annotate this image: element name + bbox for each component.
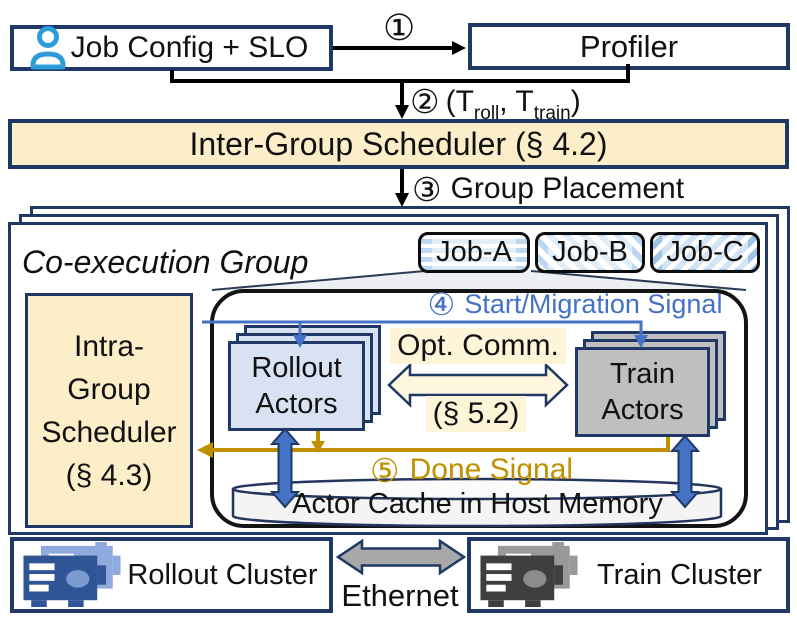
intra-line-4: (§ 4.3) [65,458,153,492]
train-cluster-label: Train Cluster [597,558,762,591]
start-migration-signal-label: ④ Start/Migration Signal [402,289,748,320]
rollout-actors-box: Rollout Actors [228,341,365,431]
job-a-badge: Job-A [418,232,530,273]
step3-text: Group Placement [450,172,685,205]
train-actors-line-2: Actors [601,394,684,426]
done-signal-text: Done Signal [409,453,574,486]
rollout-actors-line-1: Rollout [251,352,342,384]
step2-number: ② [410,83,440,120]
arrow-group-placement-down [395,169,409,207]
profiler-box: Profiler [468,23,790,70]
inter-group-scheduler-label: Inter-Group Scheduler (§ 4.2) [189,125,608,162]
start-migration-signal-text: Start/Migration Signal [464,289,723,319]
job-c-label: Job-C [662,236,748,269]
intra-line-2: Group [67,372,151,406]
gpu-card-dark-icon [480,542,578,608]
arrow-step2-down [395,81,409,119]
gpu-card-blue-icon [23,542,121,608]
opt-comm-section: (§ 5.2) [416,394,536,434]
job-config-label: Job Config + SLO [70,31,309,64]
job-b-badge: Job-B [535,232,645,273]
train-actors-box: Train Actors [575,347,710,437]
job-b-label: Job-B [548,236,632,269]
intra-line-3: Scheduler [41,415,177,449]
job-config-box: Job Config + SLO [10,25,333,71]
ethernet-label: Ethernet [341,578,459,613]
train-cluster-box: Train Cluster [467,537,790,613]
intra-group-scheduler-box: Intra- Group Scheduler (§ 4.3) [25,293,193,528]
step2-formula: (Troll, Ttrain) [445,85,581,124]
opt-comm-title: Opt. Comm. [390,327,566,365]
rollout-cluster-box: Rollout Cluster [10,537,333,613]
inter-group-scheduler-box: Inter-Group Scheduler (§ 4.2) [8,119,789,169]
step4-number: ④ [427,287,456,322]
rollout-actors-line-2: Actors [255,388,338,420]
rollout-cluster-label: Rollout Cluster [127,558,318,591]
step5-number: ⑤ [370,451,400,489]
user-icon [30,26,66,70]
actor-cache-label: Actor Cache in Host Memory [292,487,663,520]
train-actors-line-1: Train [610,358,675,390]
ethernet-double-arrow [335,538,467,576]
co-execution-group-title: Co-execution Group [22,244,309,280]
done-signal-label: ⑤ Done Signal [370,453,573,487]
profiler-label: Profiler [579,28,679,64]
intra-line-1: Intra- [73,329,145,363]
step3-number: ③ [412,170,442,208]
job-c-badge: Job-C [650,232,760,273]
step2-label: ② (Troll, Ttrain) [410,85,581,125]
step1-number: ① [383,7,416,48]
job-a-label: Job-A [432,236,516,269]
step3-label: ③ Group Placement [412,172,684,206]
